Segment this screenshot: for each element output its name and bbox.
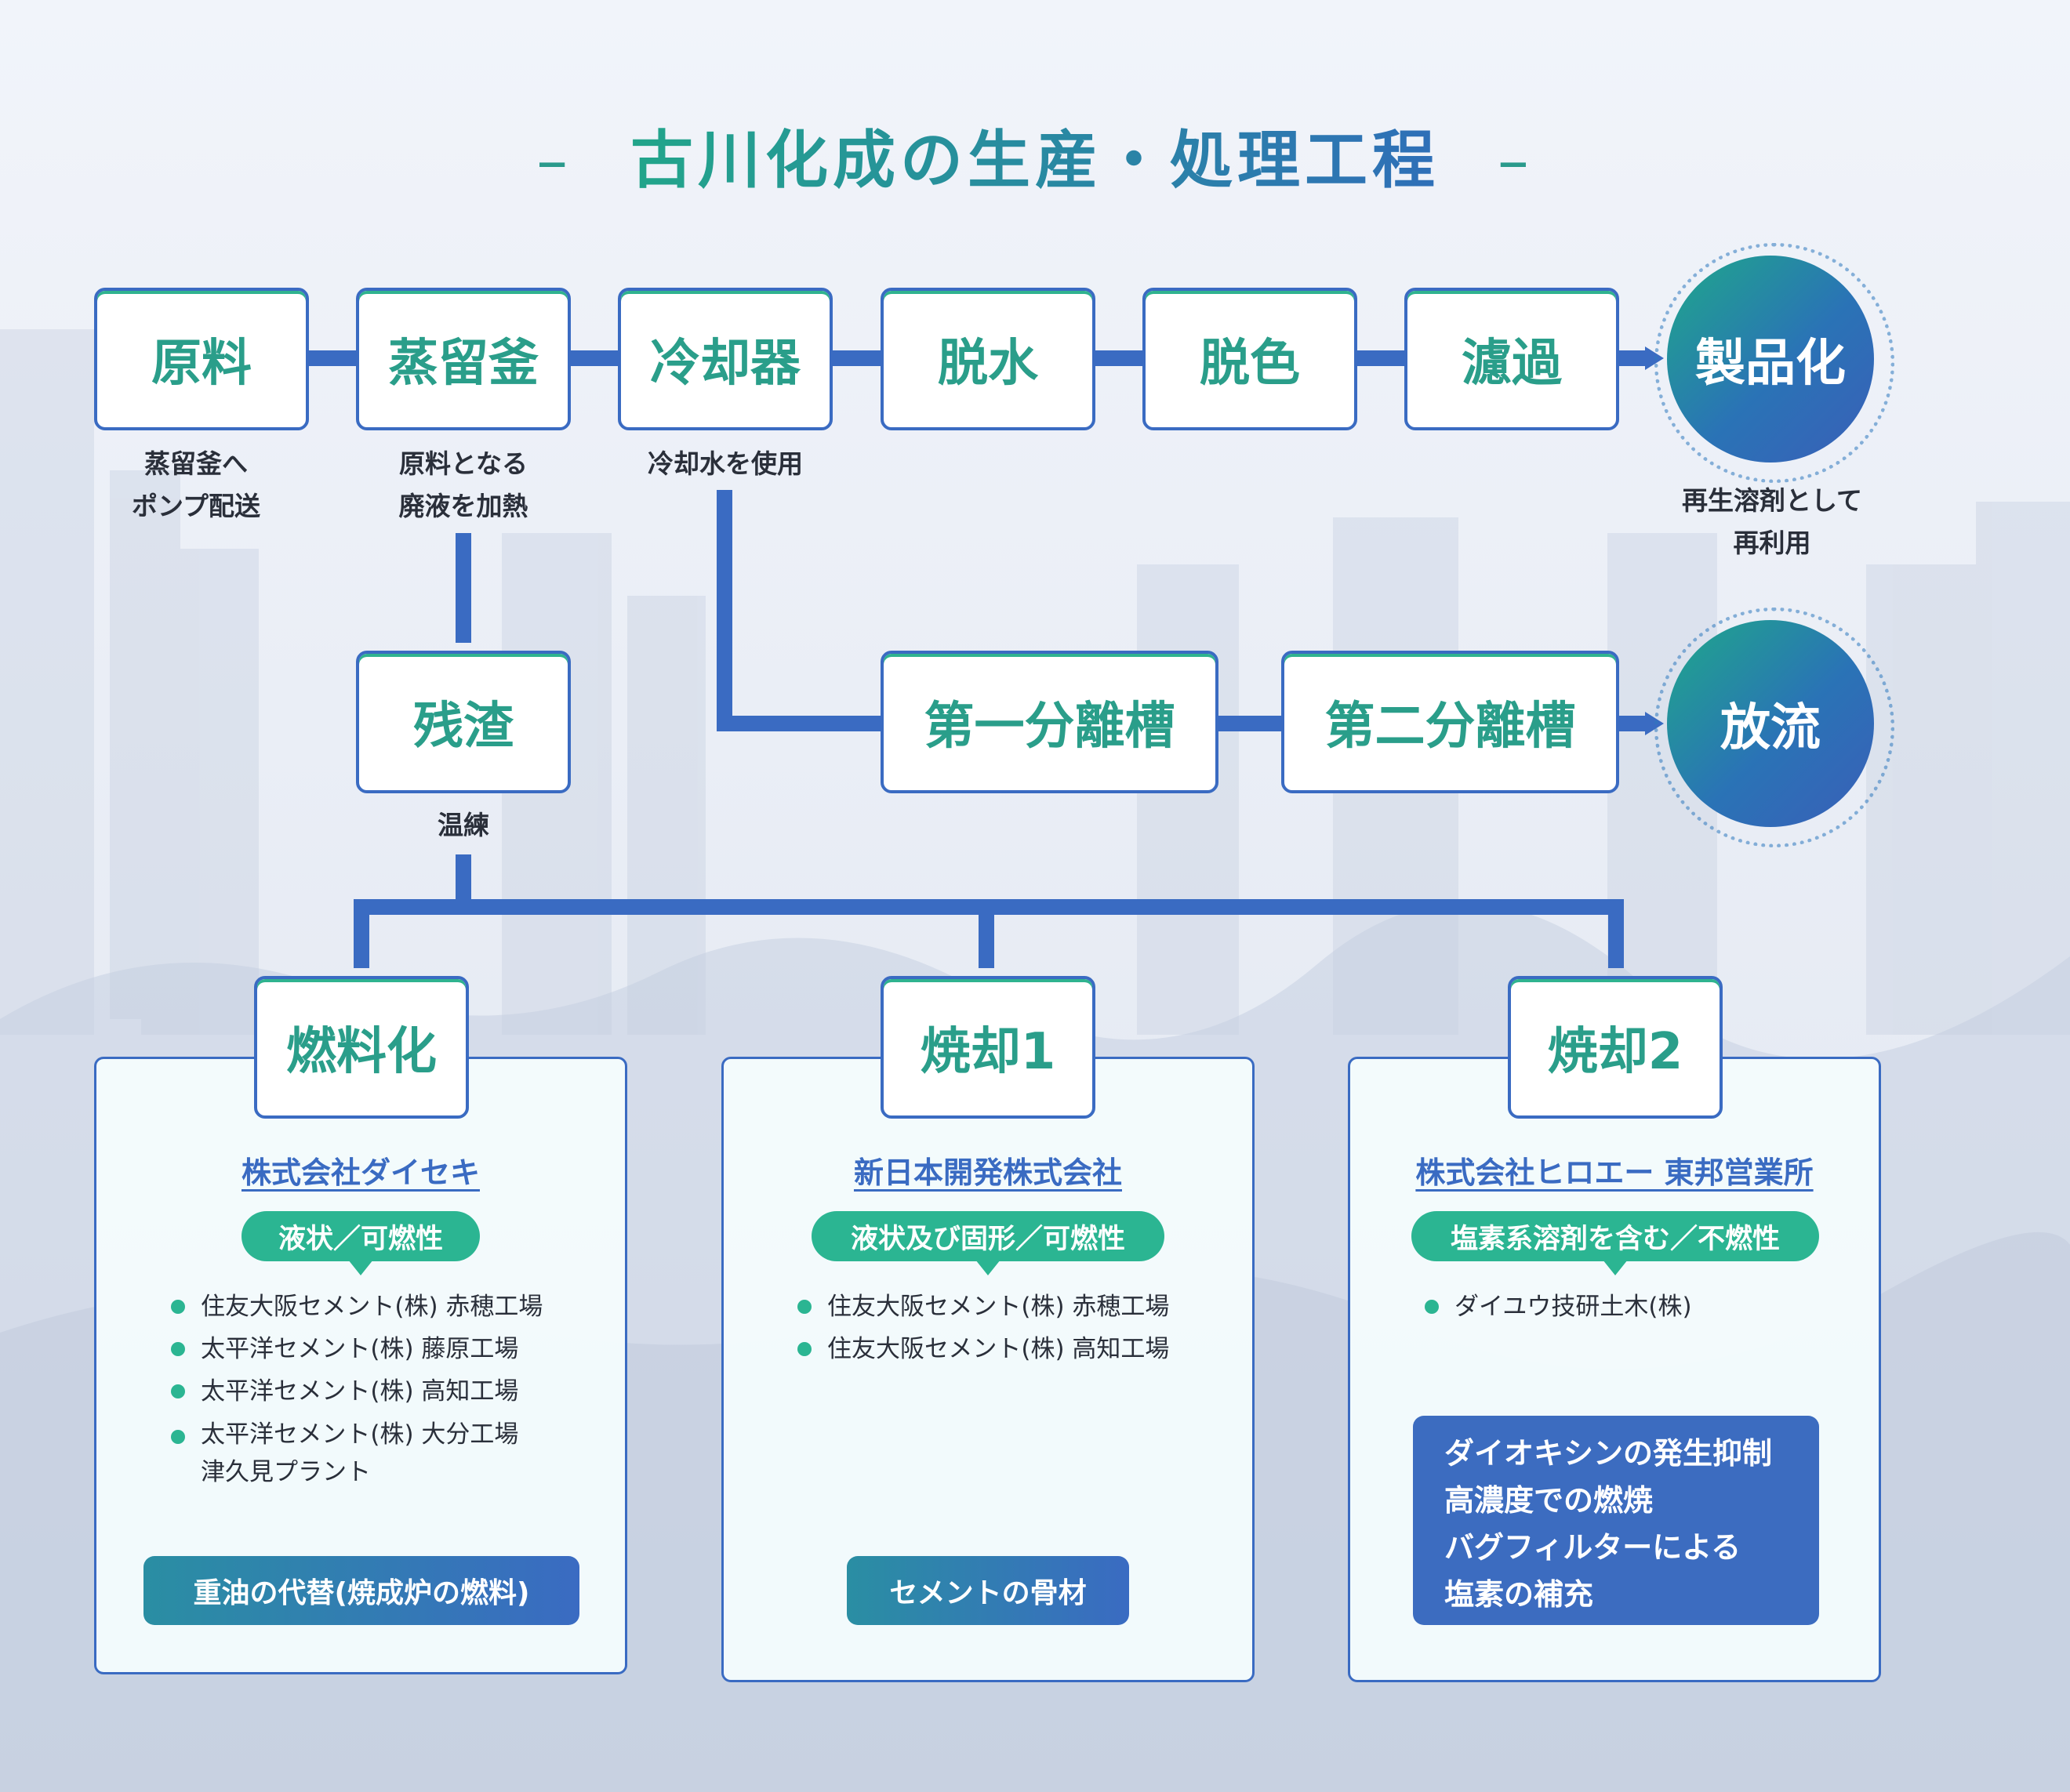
box-separator-1: 第一分離槽 (881, 651, 1218, 793)
connector-filtration-product (1616, 350, 1647, 366)
list-fuel-plants: 住友大阪セメント(株) 赤穂工場 太平洋セメント(株) 藤原工場 太平洋セメント… (171, 1286, 610, 1491)
connector-still-residue (456, 533, 471, 643)
feature-line: 塩素の補充 (1444, 1577, 1594, 1612)
box-residue: 残渣 (356, 651, 571, 793)
note-raw: 蒸留釜へ ポンプ配送 (94, 443, 298, 528)
connector-branch-fuel (354, 899, 369, 968)
company-link-shin-nihon[interactable]: 新日本開発株式会社 (853, 1155, 1122, 1190)
note-cooler: 冷却水を使用 (616, 443, 835, 485)
list-item: 住友大阪セメント(株) 赤穂工場 (797, 1286, 1237, 1328)
list-item: 太平洋セメント(株) 高知工場 (171, 1370, 610, 1413)
note-still: 原料となる 廃液を加熱 (361, 443, 565, 528)
box-fuel: 燃料化 (254, 976, 469, 1119)
connector-cooler-sep1 (717, 716, 881, 731)
connector-cooler-down (717, 490, 732, 731)
note-residue-line1: 温練 (438, 810, 489, 840)
list-item: 太平洋セメント(株) 大分工場 津久見プラント (171, 1416, 610, 1491)
note-residue: 温練 (361, 804, 565, 847)
connector-raw-still (306, 350, 359, 366)
box-incineration-1: 焼却1 (881, 976, 1095, 1119)
note-raw-line2: ポンプ配送 (131, 491, 260, 521)
feature-line: バグフィルターによる (1444, 1530, 1741, 1565)
list-item: 太平洋セメント(株) 藤原工場 (171, 1328, 610, 1370)
connector-cooler-dehydration (830, 350, 883, 366)
title-dash-left: – (536, 124, 573, 197)
connector-sep1-sep2 (1218, 716, 1281, 731)
list-item: ダイユウ技研土木(株) (1425, 1286, 1864, 1328)
company-link-daiseki[interactable]: 株式会社ダイセキ (241, 1155, 480, 1190)
connector-branch-incin1 (979, 899, 994, 968)
circle-discharge: 放流 (1667, 620, 1874, 827)
box-raw: 原料 (94, 288, 309, 430)
company-link-hiroe[interactable]: 株式会社ヒロエー 東邦営業所 (1415, 1155, 1814, 1190)
pill-incin2-type: 塩素系溶剤を含む／不燃性 (1411, 1211, 1819, 1275)
note-still-line1: 原料となる (398, 448, 528, 479)
note-product-line2: 再利用 (1733, 528, 1811, 558)
box-dehydration: 脱水 (881, 288, 1095, 430)
box-filtration: 濾過 (1404, 288, 1619, 430)
usage-fuel-badge: 重油の代替(焼成炉の燃料) (143, 1556, 579, 1625)
product-ring (1654, 243, 1894, 483)
discharge-ring (1654, 608, 1894, 847)
list-incin1-plants: 住友大阪セメント(株) 赤穂工場 住友大阪セメント(株) 高知工場 (797, 1286, 1237, 1370)
list-item: 住友大阪セメント(株) 高知工場 (797, 1328, 1237, 1370)
box-cooler: 冷却器 (618, 288, 833, 430)
note-cooler-line1: 冷却水を使用 (648, 448, 803, 479)
note-still-line2: 廃液を加熱 (398, 491, 528, 521)
note-raw-line1: 蒸留釜へ (144, 448, 248, 479)
feature-line: 高濃度での燃焼 (1444, 1483, 1654, 1518)
box-incineration-2: 焼却2 (1508, 976, 1723, 1119)
connector-branch-incin2 (1608, 899, 1624, 968)
feature-line: ダイオキシンの発生抑制 (1444, 1436, 1773, 1471)
list-item: 住友大阪セメント(株) 赤穂工場 (171, 1286, 610, 1328)
box-decolor: 脱色 (1142, 288, 1357, 430)
box-separator-2: 第二分離槽 (1281, 651, 1619, 793)
note-product-line1: 再生溶剤として (1681, 485, 1862, 516)
feature-incin2-box: ダイオキシンの発生抑制 高濃度での燃焼 バグフィルターによる 塩素の補充 (1413, 1416, 1819, 1625)
connector-sep2-discharge (1616, 716, 1647, 731)
page-title: – 古川化成の生産・処理工程 – (0, 110, 2070, 201)
connector-residue-branch (456, 854, 471, 913)
pill-fuel-type: 液状／可燃性 (242, 1211, 480, 1275)
title-text: 古川化成の生産・処理工程 (630, 124, 1440, 197)
circle-product: 製品化 (1667, 256, 1874, 463)
usage-incin1-badge: セメントの骨材 (847, 1556, 1129, 1625)
connector-dehydration-decolor (1092, 350, 1146, 366)
connector-still-cooler (568, 350, 621, 366)
box-still: 蒸留釜 (356, 288, 571, 430)
list-incin2-plants: ダイユウ技研土木(株) (1425, 1286, 1864, 1328)
title-dash-right: – (1497, 124, 1534, 197)
pill-incin1-type: 液状及び固形／可燃性 (812, 1211, 1164, 1275)
note-product: 再生溶剤として 再利用 (1654, 480, 1890, 564)
connector-decolor-filtration (1354, 350, 1407, 366)
